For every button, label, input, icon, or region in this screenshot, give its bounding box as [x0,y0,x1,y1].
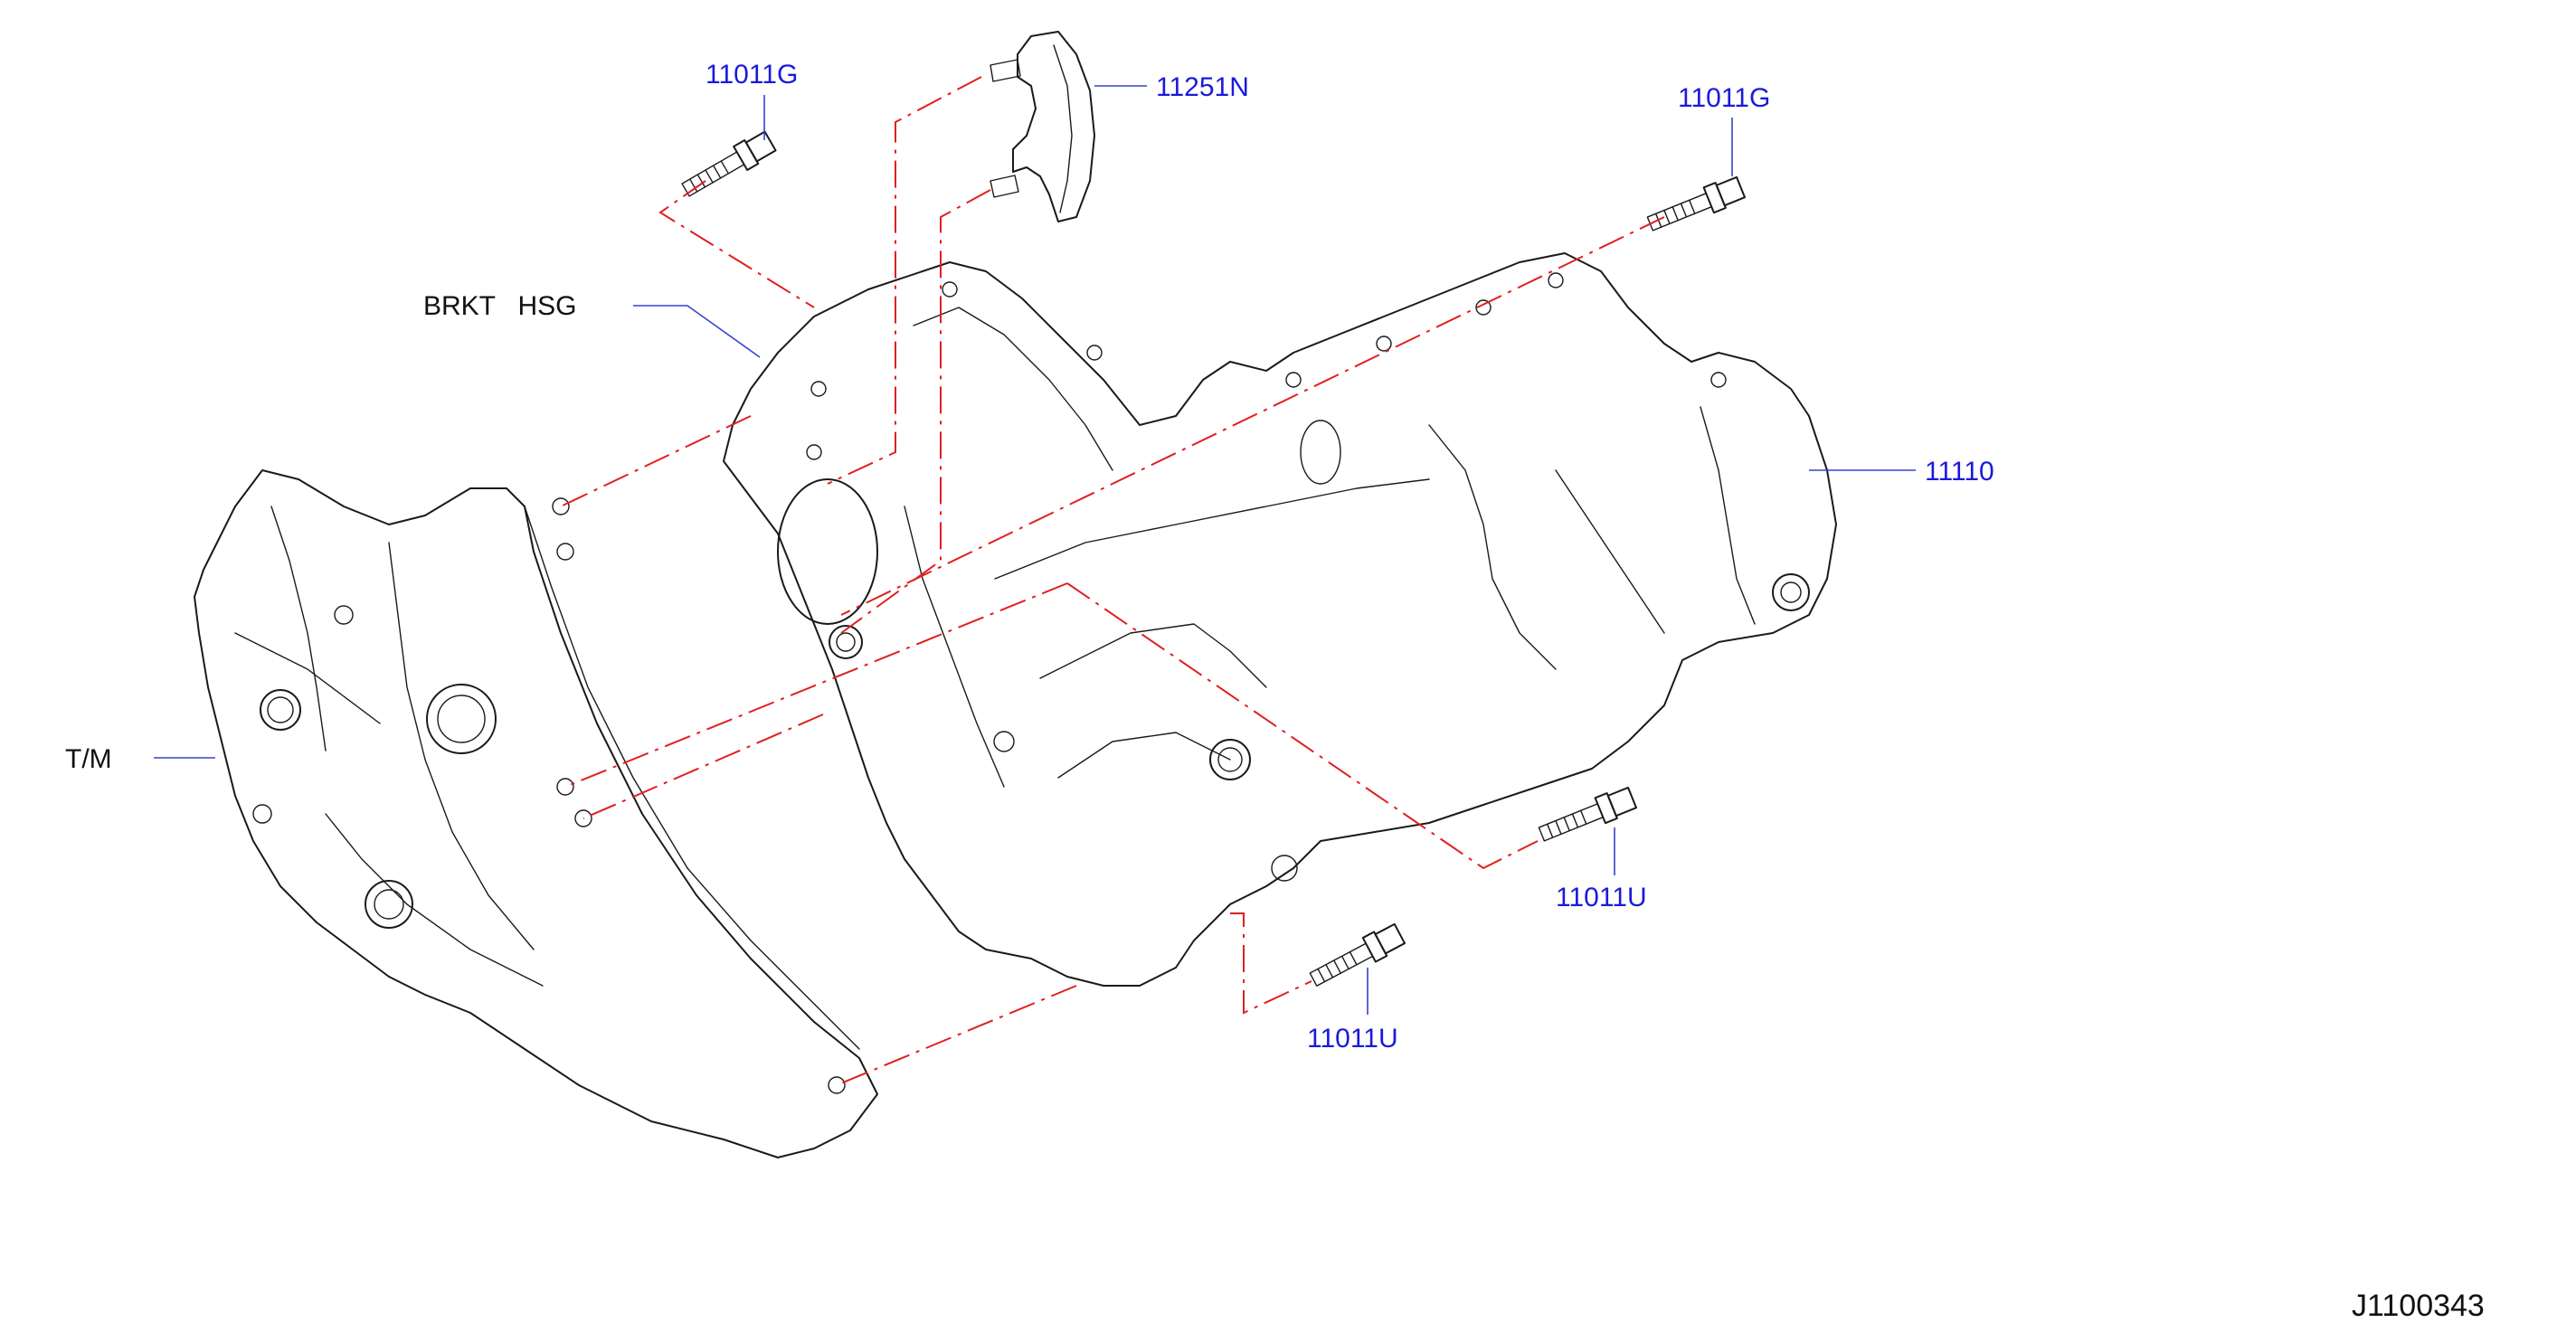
alignment-line [836,985,1077,1086]
bolt-11011u-bottom [1309,922,1406,987]
part-label-11011g-right: 11011G [1678,83,1770,113]
alignment-line [560,415,752,507]
labels: 11011G 11251N 11011G BRKT HSG 11110 T/M … [65,60,2485,1323]
label-transmission: T/M [65,744,112,774]
alignment-line [658,180,815,308]
part-label-11011u-right: 11011U [1556,883,1647,912]
part-label-11011g-left: 11011G [706,60,798,90]
bolt-11011g-top-left [681,130,777,197]
leader-lines [154,85,1916,1015]
diagram-code: J1100343 [2352,1289,2485,1323]
part-label-11251n: 11251N [1156,72,1249,102]
alignment-line [1230,912,1312,1015]
label-brkt-hsg: BRKT HSG [423,291,576,321]
alignment-line [564,582,1068,788]
oil-pan-housing [723,252,1837,987]
bracket-11251n [990,31,1095,222]
alignment-line [582,714,824,819]
part-label-11110: 11110 [1925,457,1994,487]
bolt-11011u-right [1538,786,1638,842]
alignment-lines [560,76,1665,1086]
alignment-line [840,189,991,634]
leader-line [633,305,761,358]
bolt-11011g-top-right [1646,175,1747,232]
alignment-line [840,216,1665,616]
alignment-line [1066,582,1539,870]
transmission-case [194,469,878,1158]
part-label-11011u-bottom: 11011U [1307,1024,1398,1054]
alignment-line [827,76,982,485]
